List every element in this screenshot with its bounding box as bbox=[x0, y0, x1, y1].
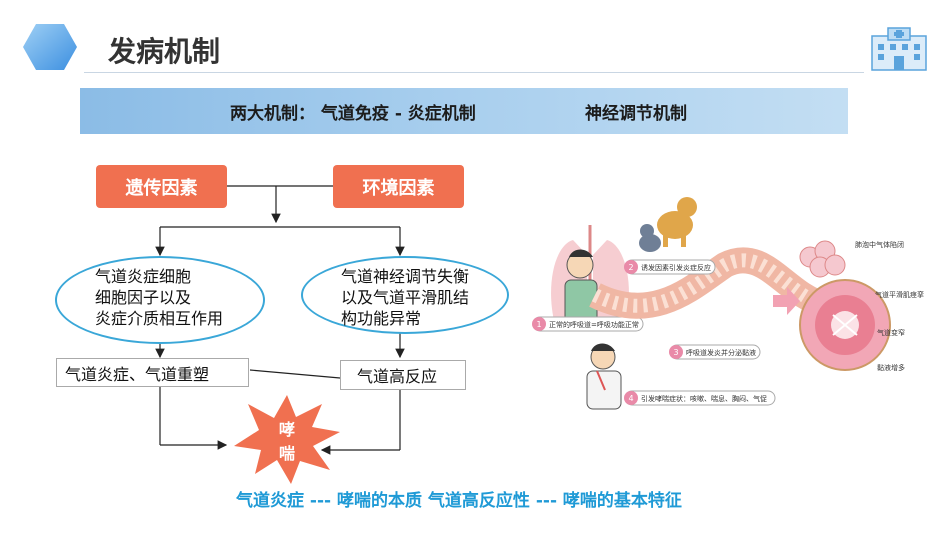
step-badge-1 bbox=[532, 317, 546, 331]
asthma-pathology-illustration: 1 正常的呼吸道=呼吸功能正常 2 诱发因素引发炎症反应 3 呼吸道发炎并分泌黏… bbox=[532, 197, 924, 410]
airway-inflammation-box: 气道炎症、气道重塑 bbox=[56, 358, 249, 387]
ellipse-line: 气道炎症细胞 bbox=[95, 267, 192, 286]
step-badge-2 bbox=[624, 260, 638, 274]
title-divider bbox=[84, 72, 864, 73]
step-number: 3 bbox=[673, 348, 678, 357]
ellipse-line: 以及气道平滑肌结 bbox=[341, 288, 470, 307]
mechanism-immune-inflammation: 两大机制： 气道免疫 - 炎症机制 bbox=[230, 103, 476, 124]
step-badge-4 bbox=[624, 391, 638, 405]
neural-ellipse: 气道神经调节失衡 以及气道平滑肌结 构功能异常 bbox=[301, 256, 509, 334]
mechanism-banner: 两大机制： 气道免疫 - 炎症机制 神经调节机制 bbox=[80, 88, 848, 134]
step-number: 2 bbox=[628, 263, 633, 272]
genetic-factor-label: 遗传因素 bbox=[125, 177, 198, 199]
asthma-char: 喘 bbox=[278, 444, 295, 463]
page-title: 发病机制 bbox=[108, 35, 221, 68]
person-coughing bbox=[586, 343, 622, 410]
narrowing-label: 气道变窄 bbox=[877, 328, 905, 337]
step-badge-3 bbox=[669, 345, 683, 359]
right-arrow-icon bbox=[773, 287, 800, 315]
environment-factor-label: 环境因素 bbox=[362, 177, 435, 199]
asthma-burst bbox=[234, 395, 340, 484]
genetic-factor-box: 遗传因素 bbox=[96, 165, 227, 208]
ellipse-line: 炎症介质相互作用 bbox=[95, 309, 224, 328]
hyperresponsiveness-box: 气道高反应 bbox=[340, 360, 466, 390]
hospital-icon bbox=[871, 27, 927, 71]
asthma-label: 哮 喘 bbox=[276, 418, 298, 466]
step1-label: 正常的呼吸道=呼吸功能正常 bbox=[549, 320, 639, 329]
step-number: 1 bbox=[536, 320, 541, 329]
airway-inflammation-label: 气道炎症、气道重塑 bbox=[65, 364, 210, 384]
airway-tube bbox=[589, 247, 830, 319]
mechanism-neural: 神经调节机制 bbox=[585, 103, 687, 124]
ellipse-line: 气道神经调节失衡 bbox=[341, 267, 470, 286]
ellipse-line: 构功能异常 bbox=[341, 309, 422, 328]
step-number: 4 bbox=[628, 394, 633, 403]
ellipse-line: 细胞因子以及 bbox=[95, 288, 192, 307]
hexagon-icon bbox=[23, 24, 77, 70]
hyperresponsiveness-label: 气道高反应 bbox=[357, 367, 438, 386]
step4-label: 引发哮喘症状：咳嗽、喘息、胸闷、气促 bbox=[641, 394, 767, 403]
allergen-pets bbox=[639, 197, 697, 252]
step2-label: 诱发因素引发炎症反应 bbox=[641, 263, 711, 272]
conclusion-text: 气道炎症 --- 哮喘的本质 气道高反应性 --- 哮喘的基本特征 bbox=[236, 491, 682, 511]
step3-label: 呼吸道发炎并分泌黏液 bbox=[686, 348, 756, 357]
alveoli-cluster bbox=[799, 240, 846, 278]
mucus-label: 黏液增多 bbox=[877, 363, 905, 372]
airway-cross-section bbox=[799, 279, 891, 371]
environment-factor-box: 环境因素 bbox=[333, 165, 464, 208]
inflammation-ellipse: 气道炎症细胞 细胞因子以及 炎症介质相互作用 bbox=[55, 256, 265, 344]
smooth-muscle-label: 气道平滑肌痉挛 bbox=[875, 290, 924, 299]
asthma-char: 哮 bbox=[278, 420, 295, 439]
alveoli-label: 肺泡中气体陷闭 bbox=[855, 240, 904, 249]
